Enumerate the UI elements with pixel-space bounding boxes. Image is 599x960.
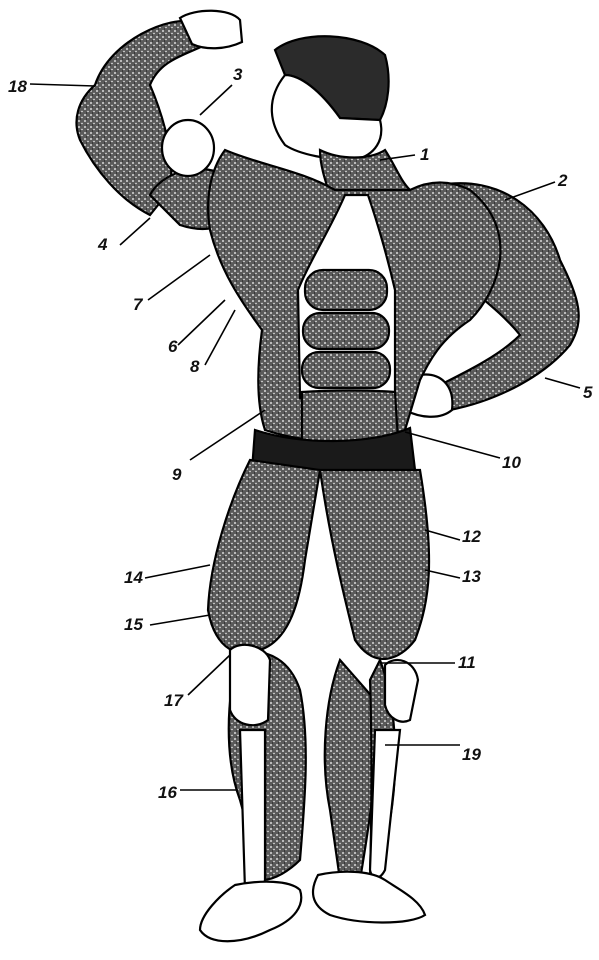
label-19: 19 <box>462 745 481 764</box>
label-17: 17 <box>164 691 184 710</box>
label-1: 1 <box>420 145 429 164</box>
label-14: 14 <box>124 568 143 587</box>
right-shin <box>370 730 400 878</box>
label-9: 9 <box>172 465 182 484</box>
label-15: 15 <box>124 615 143 634</box>
label-2: 2 <box>557 171 568 190</box>
label-6: 6 <box>168 337 178 356</box>
label-10: 10 <box>502 453 521 472</box>
right-foot <box>313 872 425 923</box>
left-leg <box>200 460 320 941</box>
left-shin <box>240 730 265 899</box>
label-7: 7 <box>133 295 144 314</box>
label-13: 13 <box>462 567 481 586</box>
label-3: 3 <box>233 65 243 84</box>
label-8: 8 <box>190 357 200 376</box>
left-foot <box>200 882 301 942</box>
right-leg <box>313 470 429 923</box>
right-kneecap <box>385 660 418 722</box>
biceps-peak <box>162 120 214 176</box>
label-4: 4 <box>97 235 108 254</box>
label-5: 5 <box>583 383 593 402</box>
label-16: 16 <box>158 783 177 802</box>
label-12: 12 <box>462 527 481 546</box>
left-kneecap <box>230 645 270 725</box>
label-18: 18 <box>8 77 27 96</box>
label-11: 11 <box>458 653 476 672</box>
